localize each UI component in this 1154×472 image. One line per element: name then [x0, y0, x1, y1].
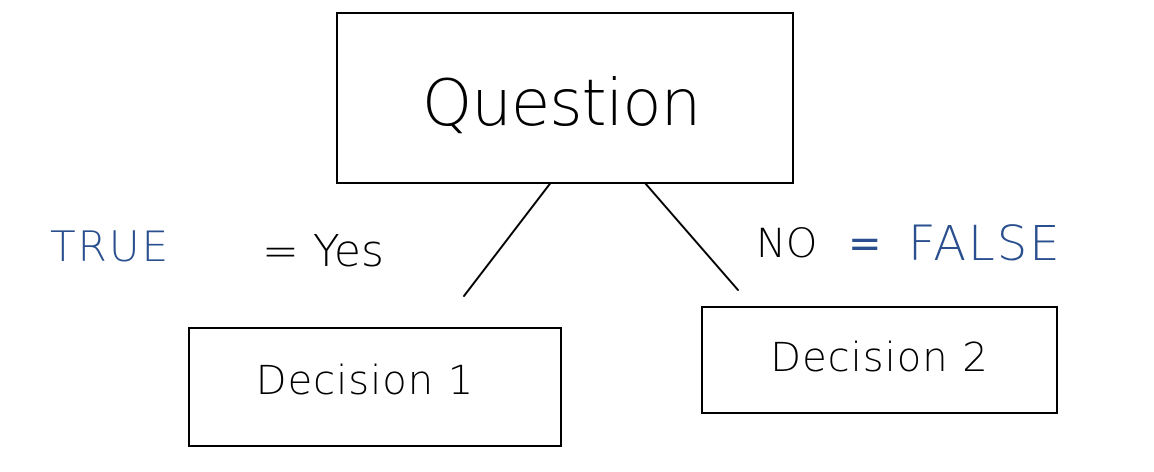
decision-1-label: Decision 1 [255, 358, 475, 404]
yes-label: = Yes [262, 226, 384, 277]
decision-1-node: Decision 1 [188, 327, 562, 447]
no-label: NO [756, 221, 818, 267]
decision-2-node: Decision 2 [701, 306, 1058, 414]
true-label: TRUE [50, 222, 171, 271]
false-label: FALSE [908, 216, 1062, 272]
decision-2-label: Decision 2 [770, 335, 989, 381]
question-label: Question [421, 67, 701, 141]
connector-yes [463, 167, 563, 297]
question-node: Question [336, 12, 794, 184]
equals-label: = [848, 221, 882, 267]
